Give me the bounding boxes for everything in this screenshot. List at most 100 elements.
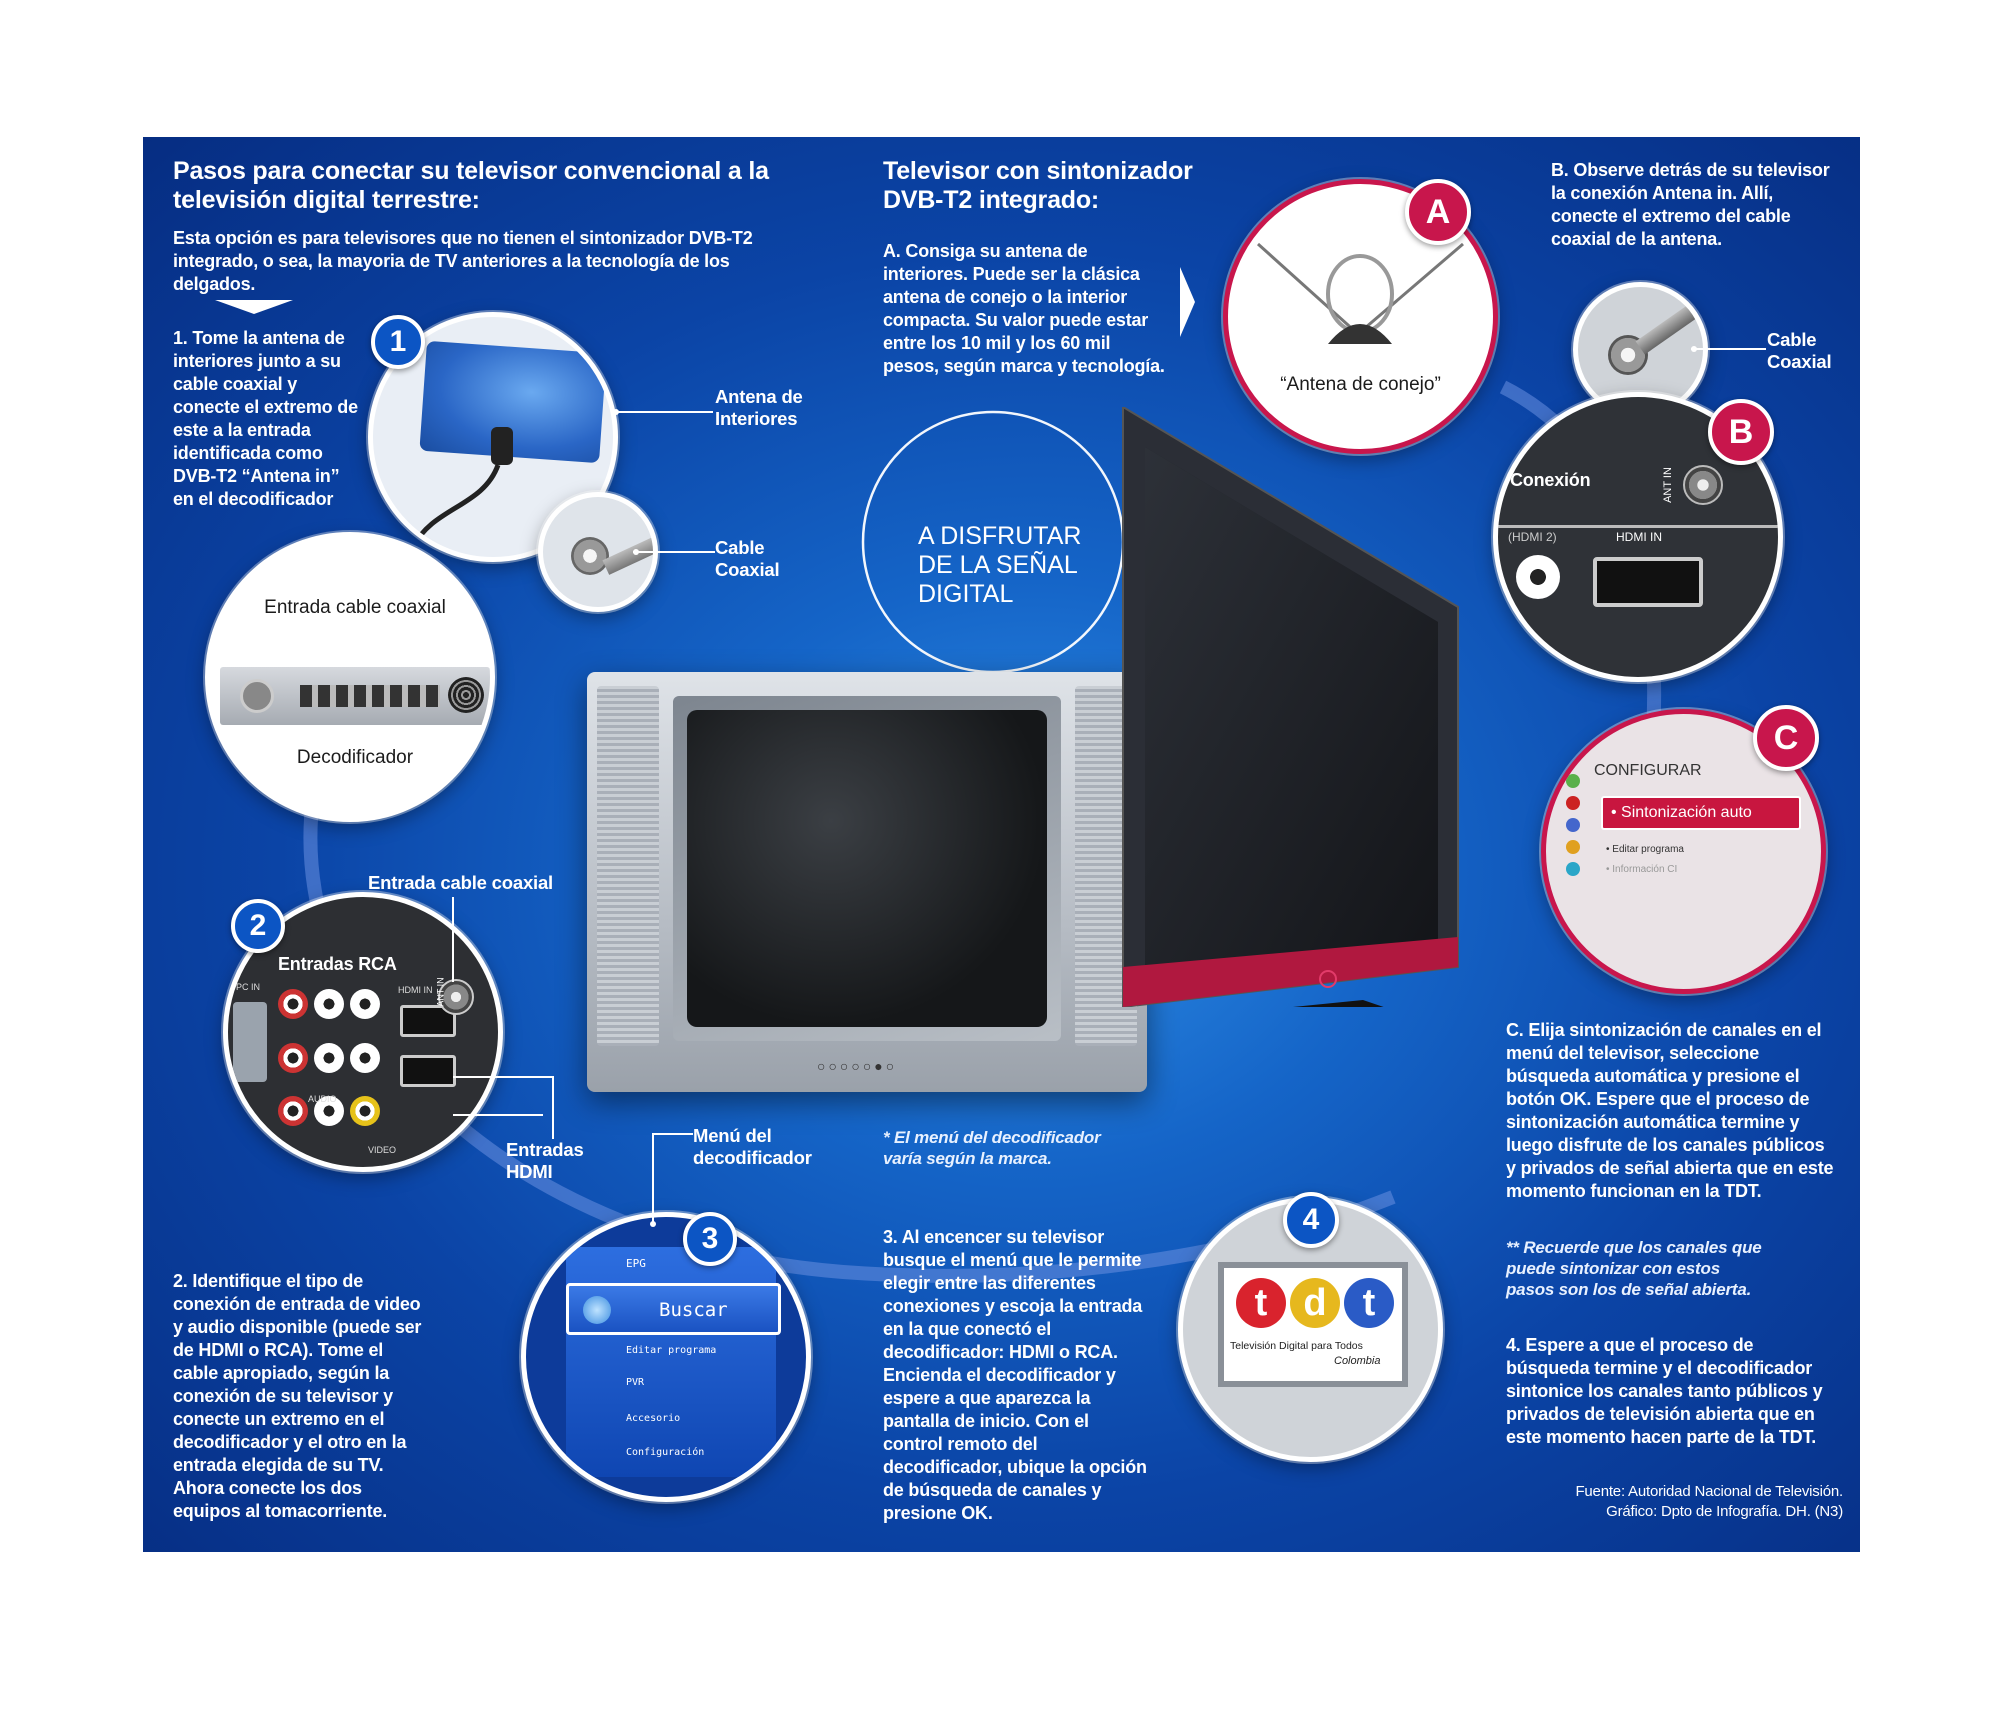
tdt-letter-t2: t	[1344, 1278, 1394, 1328]
decoder-menu: EPG Buscar Editar programa PVR Accesorio…	[566, 1247, 781, 1477]
leader-line	[633, 549, 715, 555]
badge-step2: 2	[231, 899, 285, 953]
hdmi-in-label: HDMI IN	[398, 985, 433, 995]
rca-red-icon	[278, 989, 308, 1019]
pc-in-label: PC IN	[236, 982, 261, 992]
rca-red-icon	[278, 1042, 308, 1073]
tdt-screen: t d t Televisión Digital para Todos Colo…	[1218, 1262, 1408, 1387]
menu-title: CONFIGURAR	[1594, 762, 1702, 779]
hdmi-port-icon	[1593, 557, 1703, 607]
menu-ci-info: • Información CI	[1606, 864, 1678, 875]
tdt-country: Colombia	[1334, 1355, 1381, 1367]
ant-in-label-b: ANT IN	[1661, 467, 1674, 503]
stepB-text: B. Observe detrás de su televisor la con…	[1551, 160, 1830, 249]
fan-icon	[448, 677, 484, 713]
menu-icon	[1566, 862, 1580, 876]
antenna-base	[491, 427, 513, 465]
vga-port-icon	[233, 1002, 267, 1082]
decoder-circle: Entrada cable coaxial Decodificador	[205, 532, 495, 822]
step4-tdt-circle: t d t Televisión Digital para Todos Colo…	[1178, 1197, 1443, 1462]
menu-icon	[1566, 796, 1580, 810]
channels-note: ** Recuerde que los canales que puede si…	[1506, 1238, 1762, 1299]
badge-stepC: C	[1753, 705, 1819, 771]
crt-television: ○○○○○●○	[587, 672, 1147, 1092]
leader-line	[1691, 346, 1766, 352]
credit-line: Gráfico: Dpto de Infografía. DH. (N3)	[1606, 1503, 1843, 1520]
hdmi-port-icon	[400, 1055, 456, 1087]
video-label: VIDEO	[368, 1145, 397, 1155]
speaker-left	[597, 686, 659, 1046]
menu-selected-auto-tune: • Sintonización auto	[1601, 796, 1801, 830]
label-rabbit-antenna: “Antena de conejo”	[1280, 374, 1441, 395]
stepA-text: A. Consiga su antena de interiores. Pued…	[883, 241, 1165, 376]
label-decoder: Decodificador	[296, 747, 414, 768]
rca-white-icon	[314, 1042, 344, 1073]
rca-white-icon	[314, 989, 344, 1019]
leader-line	[613, 409, 713, 415]
rca-ports	[278, 989, 388, 1144]
menu-icon-column	[1566, 774, 1584, 944]
menu-item-epg: EPG	[626, 1257, 646, 1270]
rca-red-icon	[278, 1096, 308, 1127]
left-heading: Pasos para conectar su televisor convenc…	[173, 157, 769, 214]
rca-white-icon	[314, 1096, 344, 1127]
label-coax-input: Entrada cable coaxial	[264, 597, 446, 618]
step3-menu-circle: EPG Buscar Editar programa PVR Accesorio…	[521, 1212, 811, 1502]
right-heading: Televisor con sintonizador DVB-T2 integr…	[883, 157, 1193, 214]
stepC-text: C. Elija sintonización de canales en el …	[1506, 1020, 1834, 1201]
decoder-port	[240, 679, 274, 713]
source-line: Fuente: Autoridad Nacional de Televisión…	[1575, 1483, 1843, 1500]
decoder-ports	[300, 685, 440, 707]
audio-label: AUDIO	[308, 1094, 337, 1104]
menu-icon	[1566, 840, 1580, 854]
menu-item-edit: Editar programa	[626, 1345, 717, 1356]
rca-white-icon	[350, 1042, 380, 1073]
step4-text: 4. Espere a que el proceso de búsqueda t…	[1506, 1335, 1823, 1447]
label-connection: Conexión	[1510, 470, 1591, 490]
infographic-panel: Pasos para conectar su televisor convenc…	[143, 137, 1860, 1552]
rabbit-antenna-icon	[1256, 242, 1464, 344]
label-coax-cable: Cable Coaxial	[715, 537, 780, 580]
search-icon	[583, 1296, 611, 1324]
tdt-letter-d: d	[1290, 1278, 1340, 1328]
badge-stepB: B	[1708, 399, 1774, 465]
tdt-letter-t1: t	[1236, 1278, 1286, 1328]
hdmi2-label: (HDMI 2)	[1508, 530, 1557, 544]
ant-in-port-icon	[1683, 465, 1723, 505]
menu-variation-note: * El menú del decodificador varía según …	[883, 1128, 1101, 1168]
coax-connector-icon	[571, 537, 609, 575]
menu-icon	[1566, 774, 1580, 788]
tdt-tagline: Televisión Digital para Todos	[1230, 1340, 1363, 1352]
left-intro: Esta opción es para televisores que no t…	[173, 228, 753, 294]
crt-screen	[687, 710, 1047, 1027]
rca-white-icon	[1516, 555, 1560, 599]
enjoy-signal-text: A DISFRUTAR DE LA SEÑAL DIGITAL	[918, 522, 1082, 608]
badge-step1: 1	[371, 315, 425, 369]
label-rca-inputs: Entradas RCA	[278, 954, 397, 974]
menu-buscar-label: Buscar	[659, 1299, 728, 1321]
menu-edit-program: • Editar programa	[1606, 844, 1684, 855]
menu-icon	[1566, 818, 1580, 832]
menu-item-accessory: Accesorio	[626, 1413, 681, 1424]
leader-line	[452, 897, 454, 982]
label-decoder-menu: Menú del decodificador	[693, 1125, 812, 1168]
badge-step4: 4	[1283, 1192, 1339, 1248]
label-coax-input-2: Entrada cable coaxial	[368, 872, 554, 893]
step2-text: 2. Identifique el tipo de conexión de en…	[173, 1271, 422, 1521]
stepC-tv-menu-circle: CONFIGURAR • Sintonización auto • Editar…	[1541, 709, 1826, 994]
menu-item-settings: Configuración	[626, 1447, 705, 1458]
rca-yellow-icon	[350, 1096, 380, 1127]
tdt-logo: t d t	[1236, 1278, 1394, 1328]
step1-text: 1. Tome la antena de interiores junto a …	[173, 328, 358, 509]
decoder-device	[220, 667, 490, 725]
leader-line	[453, 1076, 554, 1139]
rca-white-icon	[350, 989, 380, 1019]
label-coax-cable-b: Cable Coaxial	[1767, 329, 1832, 372]
hdmi-in-label-b: HDMI IN	[1616, 530, 1662, 544]
flat-television	[1113, 405, 1473, 1027]
source-credit: Fuente: Autoridad Nacional de Televisión…	[1423, 1482, 1843, 1522]
badge-stepA: A	[1405, 179, 1471, 245]
ant-in-port-icon	[438, 979, 474, 1015]
menu-item-pvr: PVR	[626, 1377, 645, 1388]
label-hdmi-inputs: Entradas HDMI	[506, 1139, 584, 1182]
